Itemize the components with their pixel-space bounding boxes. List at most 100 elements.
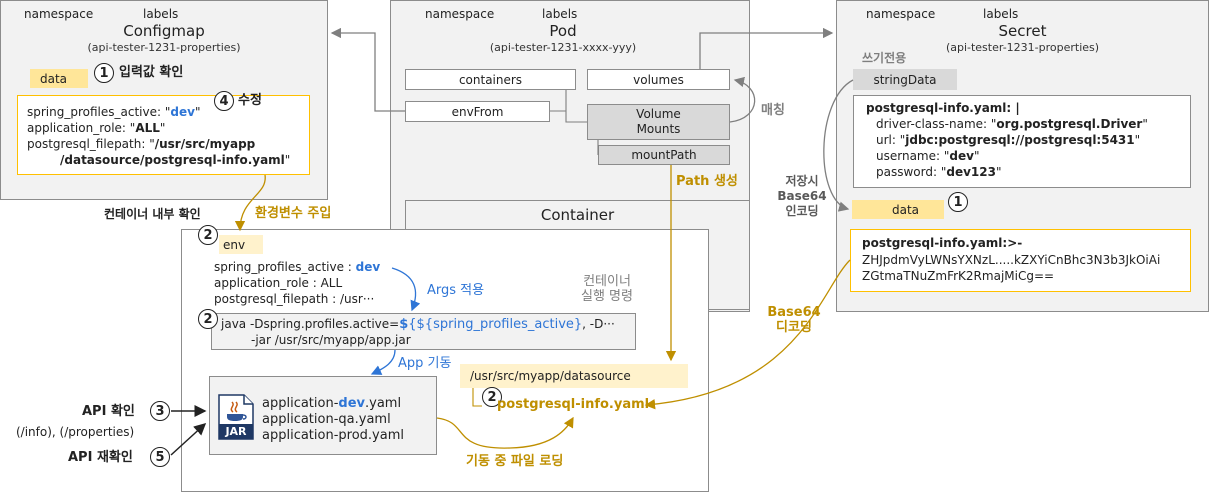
cmd-pre: java -Dspring.profiles.active= [221, 317, 400, 331]
sd-quote: " [973, 149, 980, 163]
configmap-step1-label: 입력값 확인 [119, 65, 184, 80]
encode-line-3: 인코딩 [785, 204, 819, 218]
env-key: spring_profiles_active : [214, 260, 356, 274]
app-start-label: App 기동 [398, 356, 452, 371]
sd-quote: " [1134, 133, 1141, 147]
sd-quote: " [1142, 117, 1148, 131]
env-line-3: postgresql_filepath : /usr··· [214, 292, 375, 306]
secret-title: Secret [998, 22, 1047, 40]
container-title: Container [540, 206, 615, 224]
sd-key: username: " [876, 149, 950, 163]
jar-file-icon: JAR [218, 394, 254, 440]
app-yaml-3: application-prod.yaml [262, 428, 404, 443]
sd-line-5: password: "dev123" [876, 165, 1002, 179]
cm-val: dev [170, 105, 195, 119]
sd-val: org.postgresql.Driver [996, 117, 1143, 131]
encode-line-1: 저장시 [785, 174, 819, 188]
encode-line-2: Base64 [777, 189, 827, 203]
args-apply-label: Args 적용 [427, 283, 485, 298]
sd-val: jdbc:postgresql://postgresql:5431 [905, 133, 1135, 147]
env-step-2-badge: 2 [198, 225, 218, 245]
cm-key: spring_profiles_active: " [27, 105, 171, 119]
secret-data-box [850, 229, 1191, 292]
cmd-post: , -D··· [582, 317, 615, 331]
vm-line-1: Volume [636, 107, 681, 121]
pod-mountpath: mountPath [598, 145, 730, 165]
d-line-1: postgresql-info.yaml:>- [862, 236, 1023, 250]
cmd-line-2: -jar /usr/src/myapp/app.jar [251, 333, 411, 347]
sd-line-4: username: "dev" [876, 149, 979, 163]
decode-label: Base64 디코딩 [762, 305, 826, 335]
configmap-line-2: application_role: "ALL" [27, 121, 165, 135]
step-3-badge: 3 [150, 401, 170, 421]
app-yaml-1: application-dev.yaml [262, 396, 401, 411]
pod-volume-mounts: Volume Mounts [587, 104, 730, 140]
pod-title: Pod [549, 22, 577, 40]
sd-line-2: driver-class-name: "org.postgresql.Drive… [876, 117, 1148, 131]
configmap-step4-label: 수정 [238, 93, 262, 108]
run-cmd-label: 컨테이너 실행 명령 [575, 274, 639, 304]
pod-envfrom: envFrom [405, 101, 550, 122]
cm-val: /datasource/postgresql-info.yaml [60, 153, 285, 167]
api-check-label: API 확인 [82, 404, 135, 419]
path-create-label: Path 생성 [676, 174, 738, 189]
step-4-badge: 4 [214, 91, 234, 111]
sd-line-3: url: "jdbc:postgresql://postgresql:5431" [876, 133, 1140, 147]
file-step-2-badge: 2 [482, 387, 502, 407]
pod-labels: labels [542, 7, 578, 21]
pod-name: (api-tester-1231-xxxx-yyy) [489, 41, 637, 54]
sd-val: dev [949, 149, 974, 163]
app-yaml-val: dev [338, 396, 366, 411]
configmap-namespace: namespace [24, 7, 94, 21]
check-inside-label: 컨테이너 내부 확인 [104, 207, 201, 221]
cmd-var-text: ${spring_profiles_active} [416, 317, 583, 332]
pod-containers: containers [405, 69, 576, 90]
encode-label: 저장시 Base64 인코딩 [774, 174, 830, 219]
sd-key: url: " [876, 133, 906, 147]
cm-val: ALL [135, 121, 160, 135]
configmap-line-1: spring_profiles_active: "dev" [27, 105, 200, 119]
configmap-name: (api-tester-1231-properties) [87, 41, 241, 54]
cmd-var: ${${spring_profiles_active} [399, 317, 583, 332]
run-cmd-line-2: 실행 명령 [581, 289, 633, 304]
secret-step-1-badge: 1 [948, 192, 968, 212]
configmap-line-4: /datasource/postgresql-info.yaml" [60, 153, 290, 167]
configmap-data-label: data [30, 69, 88, 88]
configmap-line-3: postgresql_filepath: "/usr/src/myapp [27, 137, 255, 151]
cm-quote: " [194, 105, 201, 119]
matching-label: 매칭 [761, 103, 785, 118]
vm-line-2: Mounts [636, 122, 681, 136]
cm-quote: " [284, 153, 291, 167]
secret-labels: labels [983, 7, 1019, 21]
pod-volumes: volumes [587, 69, 730, 90]
cm-key: postgresql_filepath: " [27, 137, 155, 151]
app-yaml-pre: application- [262, 396, 339, 411]
env-label: env [219, 235, 263, 254]
datasource-path: /usr/src/myapp/datasource [460, 364, 688, 388]
pod-namespace: namespace [425, 7, 495, 21]
cmd-line-1: java -Dspring.profiles.active=${${spring… [221, 317, 615, 332]
decode-line-2: 디코딩 [776, 320, 812, 335]
sd-key: password: " [876, 165, 947, 179]
cm-val: /usr/src/myapp [154, 137, 256, 151]
configmap-title: Configmap [123, 22, 205, 40]
env-val: dev [355, 260, 381, 274]
cm-quote: " [159, 121, 166, 135]
secret-stringdata-box [853, 95, 1191, 188]
jar-file-icon-svg [218, 394, 254, 440]
configmap-data-box [17, 95, 310, 175]
secret-name: (api-tester-1231-properties) [945, 41, 1100, 54]
sd-key: driver-class-name: " [876, 117, 997, 131]
configmap-labels: labels [143, 7, 179, 21]
step-1-badge: 1 [94, 63, 114, 83]
env-line-2: application_role : ALL [214, 276, 343, 290]
write-only-label: 쓰기전용 [862, 51, 907, 65]
file-loading-label: 기동 중 파일 로딩 [466, 454, 564, 469]
pg-file-label: postgresql-info.yaml [497, 397, 650, 412]
d-line-3: ZGtmaTNuZmFrK2RmajMiCg== [862, 269, 1055, 283]
env-line-1: spring_profiles_active : dev [214, 260, 380, 274]
api-paths-label: (/info), (/properties) [16, 425, 135, 439]
cmd-step-2-badge: 2 [198, 309, 218, 329]
secret-data-label: data [852, 200, 944, 219]
secret-stringdata-label: stringData [853, 69, 957, 90]
